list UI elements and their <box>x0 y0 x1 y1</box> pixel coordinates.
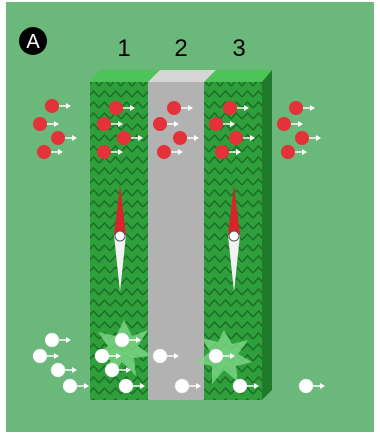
grass-block-left-top <box>90 70 160 82</box>
column-label-3: 3 <box>232 35 245 62</box>
column-label-2: 2 <box>174 35 187 62</box>
panel-letter: A <box>26 31 40 53</box>
grass-block-right-side <box>262 70 272 400</box>
column-label-1: 1 <box>117 35 130 62</box>
grass-block-right-top <box>204 70 272 82</box>
panel-label-badge: A <box>19 27 47 55</box>
compass-needle-pivot <box>229 231 239 241</box>
compass-needle-pivot <box>115 231 125 241</box>
